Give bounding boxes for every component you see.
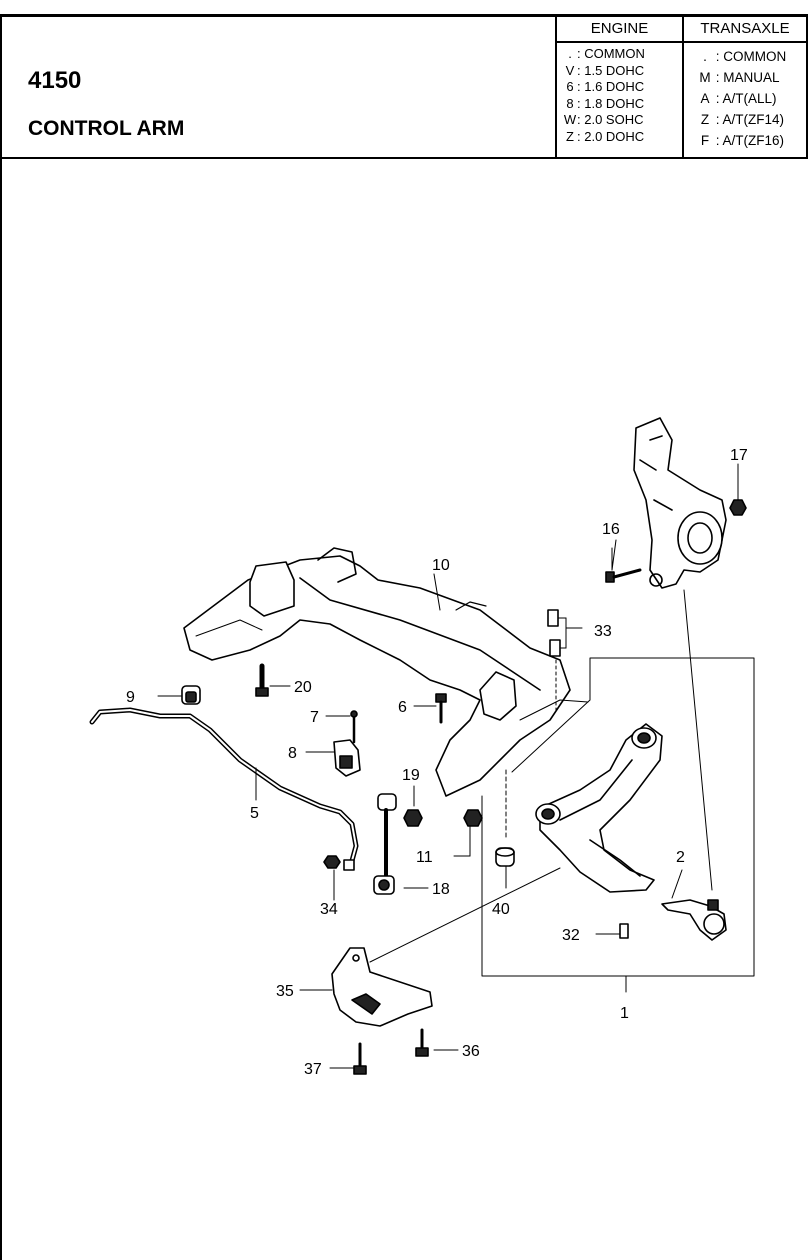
part-number: 4150 — [28, 67, 82, 94]
nut-11 — [463, 809, 483, 827]
bushing-40 — [495, 847, 515, 867]
callout-32: 32 — [562, 927, 580, 944]
transaxle-legend-row: M : MANUAL — [699, 70, 780, 85]
diagram-sheet — [0, 14, 808, 1260]
nut-17 — [729, 463, 747, 516]
lower-control-arm — [535, 723, 663, 893]
header: 4150 CONTROL ARM ENGINE .: COMMON V: 1.5… — [2, 17, 808, 159]
assembly-bracket — [369, 589, 755, 993]
engine-legend-row: W: 2.0 SOHC — [563, 112, 644, 127]
callout-20: 20 — [294, 679, 312, 696]
engine-legend-row: 6: 1.6 DOHC — [566, 79, 645, 94]
callout-10: 10 — [432, 557, 450, 574]
bolt-6 — [435, 693, 447, 724]
callout-35: 35 — [276, 983, 294, 1000]
bolt-20 — [255, 663, 269, 697]
callout-11: 11 — [416, 849, 433, 866]
transaxle-legend-row: A : A/T(ALL) — [700, 91, 777, 106]
ball-joint — [661, 899, 727, 941]
bolt-7 — [350, 710, 358, 744]
stabilizer-bar — [89, 707, 359, 871]
callout-18: 18 — [432, 881, 450, 898]
crossmember-subframe — [183, 547, 589, 797]
callout-9: 9 — [126, 689, 135, 706]
engine-legend-row: 8: 1.8 DOHC — [566, 95, 645, 111]
callout-17: 17 — [730, 447, 748, 464]
callout-33: 33 — [594, 623, 612, 640]
nut-34 — [323, 855, 355, 871]
callout-2: 2 — [676, 849, 685, 866]
steering-knuckle — [633, 417, 727, 589]
callout-6: 6 — [398, 699, 407, 716]
callout-7: 7 — [310, 709, 319, 726]
engine-legend-title: ENGINE — [557, 17, 682, 43]
callout-37: 37 — [304, 1061, 322, 1078]
transaxle-legend-row: Z : A/T(ZF14) — [700, 112, 785, 127]
callout-34: 34 — [320, 901, 338, 918]
callout-36: 36 — [462, 1043, 480, 1060]
shield-bracket — [331, 947, 433, 1027]
engine-legend-row: .: COMMON — [568, 46, 645, 61]
callout-1: 1 — [620, 1005, 629, 1022]
transaxle-legend: TRANSAXLE . : COMMON M : MANUAL A : A/T(… — [682, 17, 808, 157]
callout-8: 8 — [288, 745, 297, 762]
engine-legend-row: V: 1.5 DOHC — [565, 62, 645, 78]
transaxle-legend-row: . : COMMON — [703, 49, 787, 64]
bolt-16 — [605, 539, 642, 583]
transaxle-legend-title: TRANSAXLE — [684, 17, 806, 43]
bolt-36 — [415, 1028, 429, 1057]
bushing-9 — [181, 685, 201, 705]
bolt-37 — [353, 1042, 367, 1075]
stabilizer-link — [373, 793, 397, 895]
bolt-32 — [619, 923, 629, 939]
callout-40: 40 — [492, 901, 510, 918]
callout-19: 19 — [402, 767, 420, 784]
callout-16: 16 — [602, 521, 620, 538]
part-title: CONTROL ARM — [28, 117, 185, 140]
clamp-8 — [333, 739, 361, 777]
engine-legend: ENGINE .: COMMON V: 1.5 DOHC 6: 1.6 DOHC… — [555, 17, 682, 157]
leader-lines — [157, 547, 683, 1069]
callout-5: 5 — [250, 805, 259, 822]
transaxle-legend-row: F : A/T(ZF16) — [700, 133, 785, 148]
engine-legend-row: Z: 2.0 DOHC — [566, 128, 645, 144]
nut-19 — [403, 809, 423, 827]
